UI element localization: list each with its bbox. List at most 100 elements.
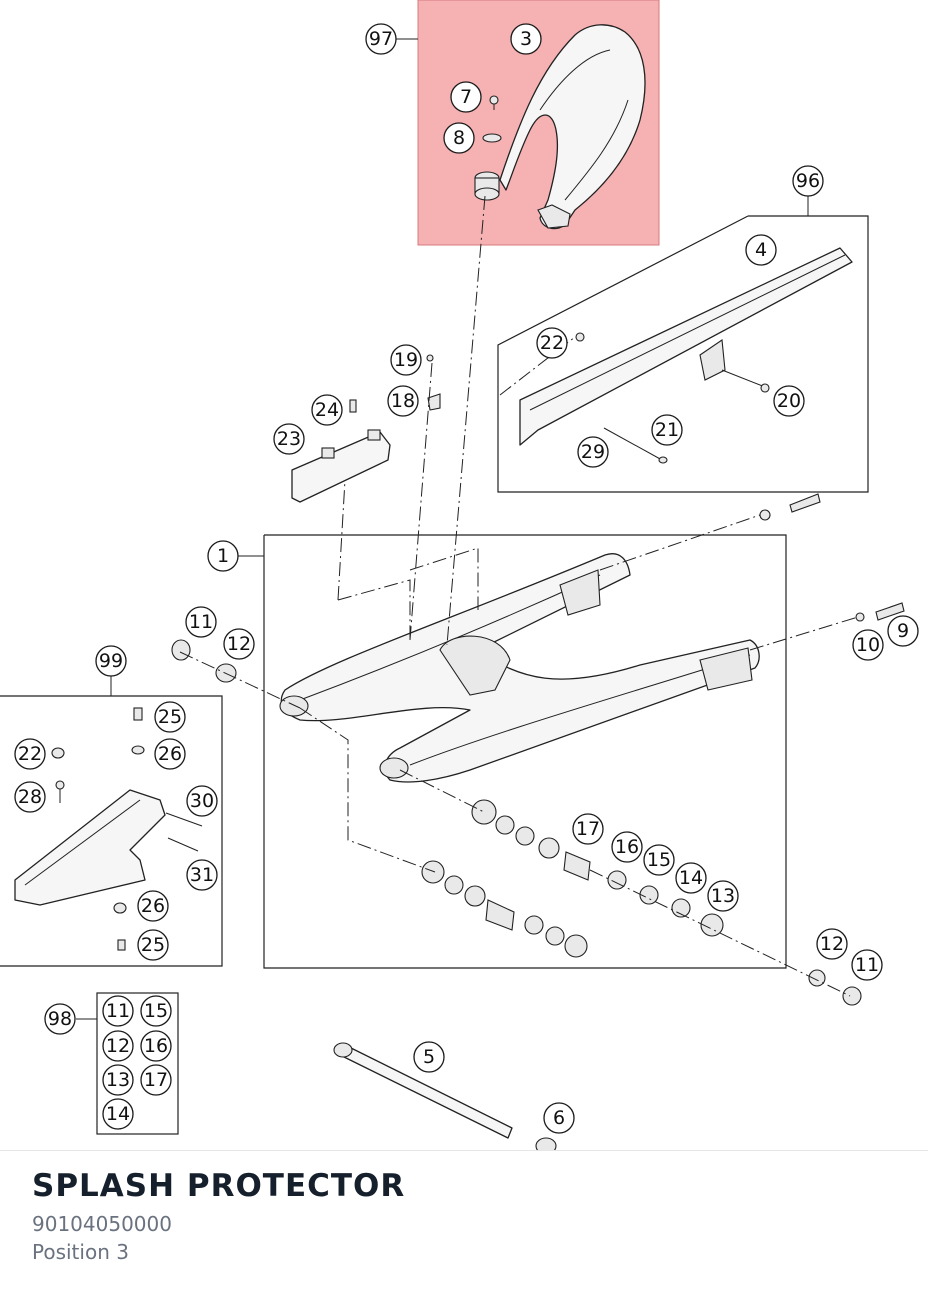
svg-text:23: 23 [277,428,301,450]
chain-slider-drawing[interactable] [291,429,391,503]
lower-chain-slider-drawing[interactable] [14,789,166,906]
svg-text:28: 28 [18,786,42,808]
callout-9[interactable]: 9 [887,615,919,647]
svg-text:15: 15 [144,1000,168,1022]
part-name: SPLASH PROTECTOR [32,1168,406,1204]
svg-text:11: 11 [855,954,879,976]
svg-text:7: 7 [460,86,472,108]
callout-1[interactable]: 1 [207,540,239,572]
callout-28[interactable]: 28 [14,781,46,813]
swingarm-pivot-axle-drawing[interactable] [333,1042,513,1139]
svg-text:14: 14 [679,867,703,889]
callout-24[interactable]: 24 [311,394,343,426]
callout-25-top[interactable]: 25 [154,701,186,733]
svg-text:31: 31 [190,864,214,886]
svg-text:11: 11 [106,1000,130,1022]
callout-15[interactable]: 15 [643,844,675,876]
chain-guard-group-frame [497,215,869,493]
svg-text:18: 18 [391,390,415,412]
info-divider [0,1150,928,1151]
svg-text:96: 96 [796,170,820,192]
callout-23[interactable]: 23 [273,423,305,455]
svg-text:3: 3 [520,28,532,50]
svg-text:6: 6 [553,1107,565,1129]
svg-text:26: 26 [158,743,182,765]
svg-text:97: 97 [369,28,393,50]
callout-99[interactable]: 99 [95,645,127,677]
kit-item-16[interactable]: 16 [140,1030,172,1062]
callout-25-bottom[interactable]: 25 [137,929,169,961]
svg-text:10: 10 [856,634,880,656]
callout-98[interactable]: 98 [44,1003,76,1035]
callout-26-top[interactable]: 26 [154,738,186,770]
kit-frame [96,992,179,1135]
kit-item-12[interactable]: 12 [102,1030,134,1062]
svg-text:12: 12 [227,633,251,655]
callout-14[interactable]: 14 [675,862,707,894]
svg-text:99: 99 [99,650,123,672]
callout-12-right[interactable]: 12 [816,928,848,960]
callout-97[interactable]: 97 [365,23,397,55]
svg-text:30: 30 [190,790,214,812]
svg-text:4: 4 [755,239,767,261]
callout-4[interactable]: 4 [745,234,777,266]
callout-16[interactable]: 16 [611,831,643,863]
callout-30[interactable]: 30 [186,785,218,817]
callout-96[interactable]: 96 [792,165,824,197]
svg-text:98: 98 [48,1008,72,1030]
kit-item-15[interactable]: 15 [140,995,172,1027]
svg-text:12: 12 [106,1035,130,1057]
callout-5[interactable]: 5 [413,1041,445,1073]
svg-text:25: 25 [141,934,165,956]
callout-20[interactable]: 20 [773,385,805,417]
svg-text:22: 22 [540,332,564,354]
callout-3[interactable]: 3 [510,23,542,55]
callout-13[interactable]: 13 [707,880,739,912]
kit-item-17[interactable]: 17 [140,1064,172,1096]
callout-10[interactable]: 10 [852,629,884,661]
callout-11-left[interactable]: 11 [185,606,217,638]
svg-text:9: 9 [897,620,909,642]
svg-text:24: 24 [315,399,339,421]
callout-21[interactable]: 21 [651,414,683,446]
svg-text:13: 13 [711,885,735,907]
callout-22-chain-guard[interactable]: 22 [536,327,568,359]
callout-7[interactable]: 7 [450,81,482,113]
callout-29[interactable]: 29 [577,436,609,468]
kit-item-14[interactable]: 14 [102,1098,134,1130]
part-position: Position 3 [32,1240,129,1264]
callout-22-slider[interactable]: 22 [14,738,46,770]
callout-31[interactable]: 31 [186,859,218,891]
callout-12-left[interactable]: 12 [223,628,255,660]
callout-17[interactable]: 17 [572,813,604,845]
svg-text:20: 20 [777,390,801,412]
part-info-panel: SPLASH PROTECTOR 90104050000 Position 3 [32,1168,405,1264]
kit-item-11[interactable]: 11 [102,995,134,1027]
svg-text:13: 13 [106,1069,130,1091]
svg-text:15: 15 [647,849,671,871]
swingarm-drawing[interactable] [280,553,760,783]
callout-26-bottom[interactable]: 26 [137,890,169,922]
svg-text:21: 21 [655,419,679,441]
svg-text:11: 11 [189,611,213,633]
svg-text:14: 14 [106,1103,130,1125]
callout-8[interactable]: 8 [443,122,475,154]
svg-text:29: 29 [581,441,605,463]
bushing-drawing [474,171,500,201]
svg-text:16: 16 [144,1035,168,1057]
callout-6[interactable]: 6 [543,1102,575,1134]
callout-18[interactable]: 18 [387,385,419,417]
kit-item-13[interactable]: 13 [102,1064,134,1096]
svg-text:22: 22 [18,743,42,765]
svg-text:17: 17 [576,818,600,840]
svg-text:19: 19 [394,349,418,371]
callout-19[interactable]: 19 [390,344,422,376]
swingarm-group-frame [263,534,787,969]
svg-text:12: 12 [820,933,844,955]
svg-text:25: 25 [158,706,182,728]
chain-guard-drawing[interactable] [519,247,853,446]
svg-text:5: 5 [423,1046,435,1068]
washer-drawing [482,133,502,143]
splash-protector-drawing[interactable] [499,24,646,230]
callout-11-right[interactable]: 11 [851,949,883,981]
